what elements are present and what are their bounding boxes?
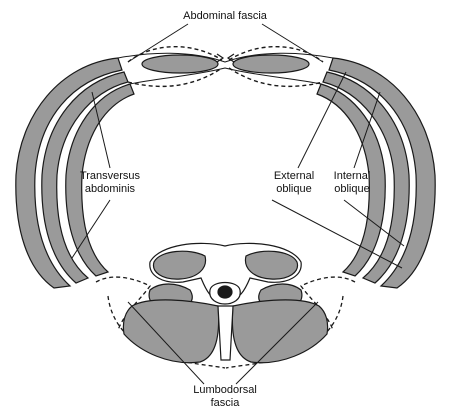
transversus-text-2: abdominis <box>84 183 136 195</box>
left-external-oblique <box>15 57 123 289</box>
abdominal-fascia-text: Abdominal fascia <box>183 10 267 22</box>
label-transversus-abdominis: Transversus abdominis <box>70 170 150 196</box>
internal-oblique-text-2: oblique <box>334 183 370 195</box>
external-oblique-leader-lower <box>271 199 403 269</box>
external-oblique-text-1: External <box>273 170 315 182</box>
transversus-text-1: Transversus <box>79 170 141 182</box>
right-rectus-abdominis <box>232 54 310 74</box>
label-internal-oblique: Internal oblique <box>324 170 380 196</box>
right-internal-oblique <box>322 71 410 284</box>
spinous-process <box>217 305 234 361</box>
left-abdominal-muscles <box>15 57 135 289</box>
lumbodorsal-text-1: Lumbodorsal <box>193 384 257 396</box>
left-rectus-abdominis <box>141 54 219 74</box>
spinal-cord <box>217 285 233 299</box>
left-internal-oblique <box>41 71 129 284</box>
external-oblique-leader-upper <box>297 71 347 169</box>
rectus-abdominis-muscles <box>141 54 310 74</box>
internal-oblique-leader-lower <box>343 199 405 247</box>
lumbodorsal-leader-left <box>127 301 205 385</box>
abdominal-fascia-leader-left <box>127 23 189 63</box>
lumbodorsal-leader-right <box>235 301 319 385</box>
left-erector-spinae <box>122 299 220 364</box>
right-external-oblique <box>328 57 436 289</box>
left-transversus <box>65 83 135 277</box>
label-lumbodorsal-fascia: Lumbodorsal fascia <box>170 384 280 410</box>
external-oblique-text-2: oblique <box>276 183 312 195</box>
vertebra <box>122 242 329 364</box>
right-psoas <box>244 250 299 280</box>
internal-oblique-text-1: Internal <box>333 170 371 182</box>
leader-lines <box>71 23 405 385</box>
right-abdominal-muscles <box>316 57 436 289</box>
transversus-leader-lower <box>71 199 111 259</box>
label-external-oblique: External oblique <box>264 170 324 196</box>
internal-oblique-leader-upper <box>353 91 381 169</box>
lumbodorsal-text-2: fascia <box>210 397 240 409</box>
label-abdominal-fascia: Abdominal fascia <box>150 10 300 23</box>
left-psoas <box>152 250 207 280</box>
transversus-leader-upper <box>91 91 111 169</box>
right-erector-spinae <box>231 299 329 364</box>
right-transversus <box>316 83 386 277</box>
abdominal-fascia-leader-right <box>261 23 324 63</box>
